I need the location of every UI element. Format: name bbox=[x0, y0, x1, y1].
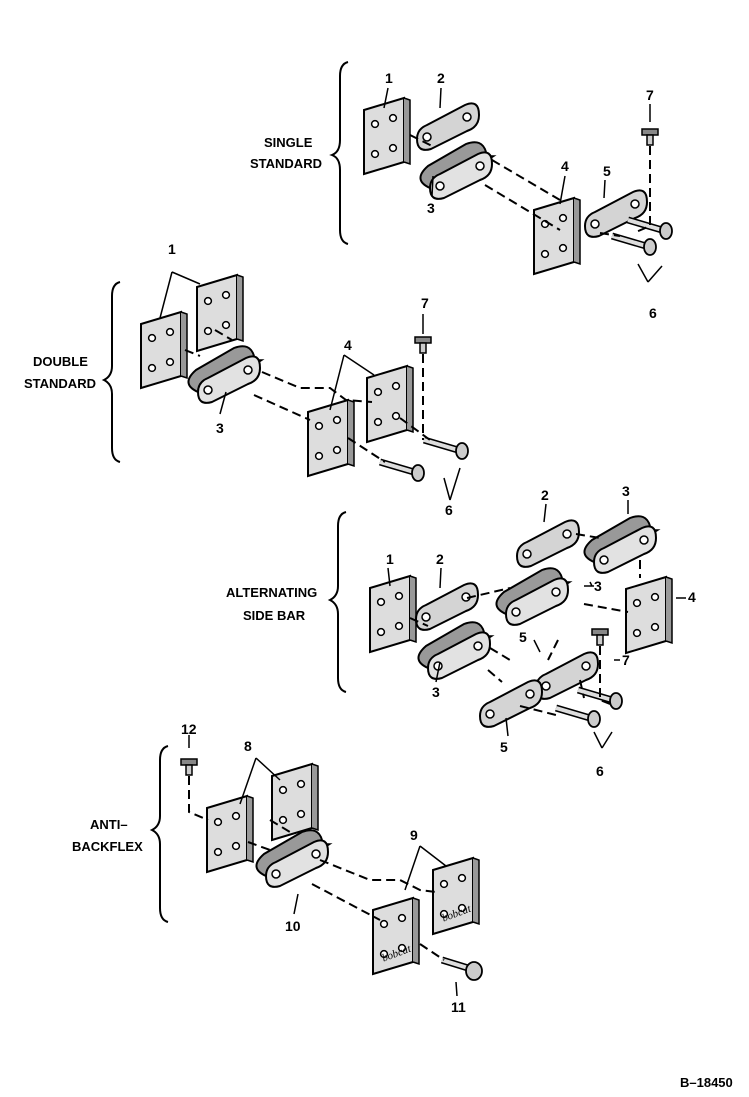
bracket bbox=[149, 745, 169, 923]
callout: 6 bbox=[649, 305, 657, 321]
attachment-plate bbox=[363, 97, 411, 175]
callout: 6 bbox=[596, 763, 604, 779]
attachment-plate bbox=[196, 274, 244, 352]
pin bbox=[380, 462, 424, 481]
roller-link bbox=[255, 829, 331, 888]
bracket bbox=[327, 511, 347, 693]
callout: 5 bbox=[519, 629, 527, 645]
attachment-plate bbox=[625, 576, 673, 654]
group-alternating-side-bar: ALTERNATING SIDE BAR 1 2 3 2 3 3 4 5 5 6… bbox=[226, 483, 696, 779]
callout: 1 bbox=[385, 70, 393, 86]
callout: 11 bbox=[451, 999, 466, 1015]
roller-link bbox=[419, 141, 495, 200]
callout: 3 bbox=[216, 420, 224, 436]
roller-link bbox=[583, 515, 659, 574]
figure-id: B–18450 bbox=[680, 1075, 733, 1090]
label-double-line1: DOUBLE bbox=[33, 354, 88, 369]
side-bar bbox=[584, 189, 648, 238]
callout: 2 bbox=[437, 70, 445, 86]
group-anti-backflex: ANTI– BACKFLEX bobcat bobcat 12 8 9 10 1… bbox=[72, 721, 483, 1015]
anti-backflex-pin bbox=[440, 956, 483, 981]
callout: 2 bbox=[541, 487, 549, 503]
callout: 2 bbox=[436, 551, 444, 567]
callout: 12 bbox=[181, 721, 197, 737]
label-anti-line1: ANTI– bbox=[90, 817, 128, 832]
group-single-standard: SINGLE STANDARD 1 2 3 4 5 6 7 bbox=[250, 61, 672, 321]
callout: 1 bbox=[168, 241, 176, 257]
attachment-plate bbox=[271, 763, 319, 841]
callout: 3 bbox=[622, 483, 630, 499]
callout: 4 bbox=[561, 158, 569, 174]
t-pin bbox=[591, 628, 609, 646]
label-alternating-line2: SIDE BAR bbox=[243, 608, 306, 623]
t-pin bbox=[641, 128, 659, 146]
callout: 7 bbox=[646, 87, 654, 103]
callout: 7 bbox=[421, 295, 429, 311]
callout: 6 bbox=[445, 502, 453, 518]
bracket bbox=[329, 61, 349, 245]
callout: 5 bbox=[500, 739, 508, 755]
callout: 3 bbox=[594, 578, 602, 594]
callout: 10 bbox=[285, 918, 301, 934]
attachment-plate bbox=[206, 795, 254, 873]
t-pin bbox=[414, 336, 432, 354]
side-bar bbox=[479, 679, 543, 728]
attachment-plate bbox=[307, 399, 355, 477]
callout: 3 bbox=[427, 200, 435, 216]
label-alternating-line1: ALTERNATING bbox=[226, 585, 317, 600]
group-double-standard: DOUBLE STANDARD 1 3 4 6 7 bbox=[24, 241, 468, 518]
callout: 9 bbox=[410, 827, 418, 843]
callout: 8 bbox=[244, 738, 252, 754]
attachment-plate bbox=[533, 197, 581, 275]
attachment-plate bbox=[366, 365, 414, 443]
label-anti-line2: BACKFLEX bbox=[72, 839, 143, 854]
callout: 7 bbox=[622, 652, 630, 668]
t-pin bbox=[180, 758, 198, 776]
side-bar bbox=[516, 519, 580, 568]
callout: 4 bbox=[688, 589, 696, 605]
bobcat-plate-upper: bobcat bbox=[432, 857, 480, 935]
callout: 5 bbox=[603, 163, 611, 179]
pin bbox=[612, 236, 656, 255]
bracket bbox=[101, 281, 121, 463]
callout: 1 bbox=[386, 551, 394, 567]
label-single-line2: STANDARD bbox=[250, 156, 322, 171]
label-double-line2: STANDARD bbox=[24, 376, 96, 391]
pin bbox=[424, 440, 468, 459]
attachment-plate bbox=[369, 575, 417, 653]
callout: 3 bbox=[432, 684, 440, 700]
callout: 4 bbox=[344, 337, 352, 353]
bobcat-plate-lower: bobcat bbox=[372, 897, 420, 975]
pin bbox=[556, 708, 600, 727]
attachment-plate bbox=[140, 311, 188, 389]
roller-link bbox=[495, 567, 571, 626]
label-single-line1: SINGLE bbox=[264, 135, 313, 150]
roller-link bbox=[417, 621, 493, 680]
